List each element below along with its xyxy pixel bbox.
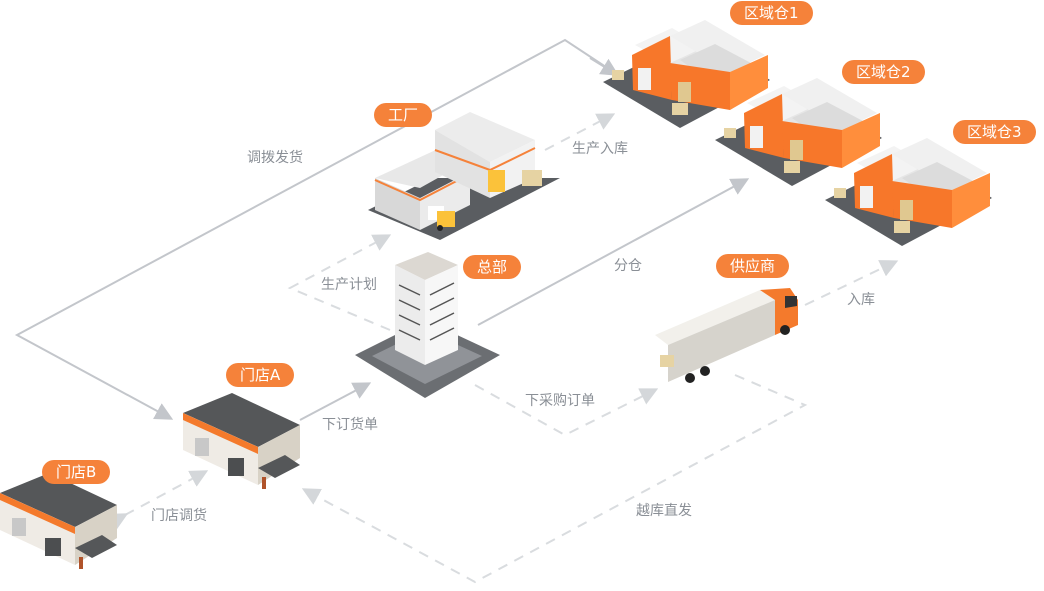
flow-production-storage-line xyxy=(544,113,616,151)
regional-warehouse-2-label[interactable]: 区域仓2 xyxy=(842,60,925,84)
flow-label-cross-dock: 越库直发 xyxy=(636,503,692,519)
supplier-truck[interactable] xyxy=(650,288,798,383)
flow-label-store-transfer: 门店调货 xyxy=(151,508,207,524)
factory-building[interactable] xyxy=(368,112,560,240)
flow-purchase-order-line xyxy=(474,384,659,437)
regional-warehouse-3-label[interactable]: 区域仓3 xyxy=(953,120,1036,144)
flow-label-transfer-shipping: 调拨发货 xyxy=(247,150,303,166)
headquarters-building[interactable] xyxy=(355,252,500,398)
regional-warehouse-1-building[interactable] xyxy=(603,20,770,128)
flow-cross-dock-line xyxy=(301,374,808,584)
headquarters-label[interactable]: 总部 xyxy=(463,255,522,279)
flow-store-transfer-line xyxy=(108,470,209,530)
flow-place-order-line xyxy=(299,382,372,421)
store-b-building[interactable] xyxy=(0,473,117,569)
store-a-label[interactable]: 门店A xyxy=(226,363,295,387)
factory-label[interactable]: 工厂 xyxy=(374,103,433,127)
flow-distribute-line xyxy=(477,178,750,326)
flow-label-production-plan: 生产计划 xyxy=(321,277,377,293)
flow-label-inbound: 入库 xyxy=(847,292,875,308)
flow-transfer-shipping-line xyxy=(14,38,616,420)
flow-label-purchase-order: 下采购订单 xyxy=(525,393,595,409)
flow-label-distribute: 分仓 xyxy=(614,258,642,274)
store-a-building[interactable] xyxy=(183,393,300,489)
flow-label-production-storage: 生产入库 xyxy=(572,141,628,157)
flow-label-place-order: 下订货单 xyxy=(322,417,378,433)
supplier-label[interactable]: 供应商 xyxy=(716,254,790,278)
flow-transfer-shipping-arrow-top xyxy=(589,57,620,76)
regional-warehouse-1-label[interactable]: 区域仓1 xyxy=(730,1,813,25)
store-b-label[interactable]: 门店B xyxy=(42,460,111,484)
flow-production-plan-line xyxy=(287,234,392,331)
